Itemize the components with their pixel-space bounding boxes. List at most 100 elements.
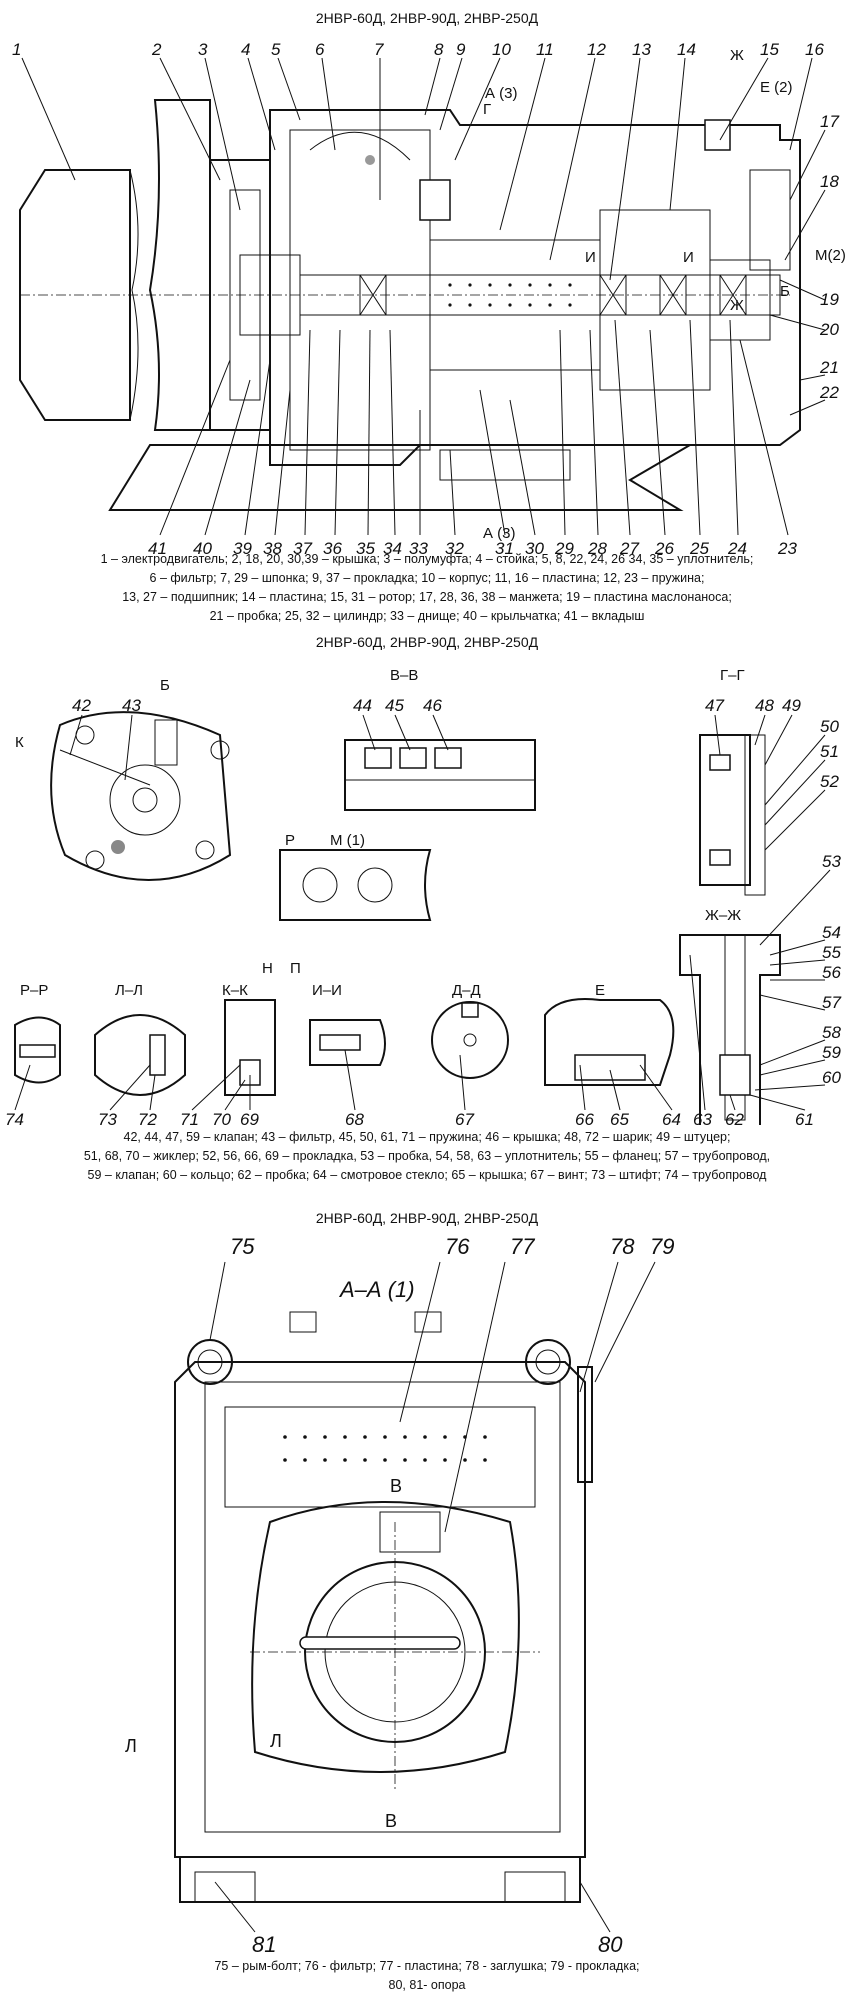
callout-74: 74 xyxy=(5,1110,24,1125)
view-g-g xyxy=(699,734,766,896)
callout-18: 18 xyxy=(820,172,839,191)
section2-title: 2НВР-60Д, 2НВР-90Д, 2НВР-250Д xyxy=(315,634,539,650)
callout-17: 17 xyxy=(820,112,839,131)
callout-25: 25 xyxy=(689,539,709,558)
callout-24: 24 xyxy=(727,539,747,558)
callout-73: 73 xyxy=(98,1110,117,1125)
view-v-v xyxy=(344,739,536,811)
section-mark-e: Е (2) xyxy=(760,79,793,96)
callout-34: 34 xyxy=(383,539,402,558)
callout-3: 3 xyxy=(198,40,208,59)
callout-49: 49 xyxy=(782,696,801,715)
callout-30: 30 xyxy=(525,539,544,558)
callout-47: 47 xyxy=(705,696,724,715)
view-l-l xyxy=(94,1014,186,1096)
callout-26: 26 xyxy=(654,539,674,558)
section-mark-b: Б xyxy=(160,677,170,694)
callout-68: 68 xyxy=(345,1110,364,1125)
pump-housing-front xyxy=(174,1361,593,1903)
callout-59: 59 xyxy=(822,1043,841,1062)
section-mark-v-top: В xyxy=(390,1476,402,1496)
legend-line: 42, 44, 47, 59 – клапан; 43 – фильтр, 45… xyxy=(123,1130,731,1144)
view-m xyxy=(279,849,432,921)
callouts-top: 1 2 3 4 5 6 7 8 9 10 11 12 13 14 15 16 1… xyxy=(12,40,839,402)
legend-line: 80, 81- опора xyxy=(388,1978,466,1992)
section-mark-k: К xyxy=(15,734,24,751)
section3-drawing: А–А (1) В В Л Л 75 76 77 78 79 80 81 xyxy=(125,1234,674,1952)
callout-16: 16 xyxy=(805,40,824,59)
callout-61: 61 xyxy=(795,1110,814,1125)
callout-33: 33 xyxy=(409,539,428,558)
callout-39: 39 xyxy=(233,539,252,558)
section-mark-l-inner: Л xyxy=(270,1731,282,1751)
callout-12: 12 xyxy=(587,40,606,59)
view-title-e: Е xyxy=(595,982,605,999)
callout-31: 31 xyxy=(495,539,514,558)
section-mark-m: М(2) xyxy=(815,247,846,264)
callout-52: 52 xyxy=(820,772,839,791)
callout-63: 63 xyxy=(693,1110,712,1125)
callout-40: 40 xyxy=(193,539,212,558)
callout-9: 9 xyxy=(456,40,466,59)
callout-70: 70 xyxy=(212,1110,231,1125)
callout-48: 48 xyxy=(755,696,774,715)
section-mark-p: П xyxy=(290,960,301,977)
view-title-m: М (1) xyxy=(330,832,365,849)
view-e xyxy=(544,998,675,1086)
section-mark-v-bottom: В xyxy=(385,1811,397,1831)
callout-67: 67 xyxy=(455,1110,474,1125)
callout-19: 19 xyxy=(820,290,839,309)
callout-57: 57 xyxy=(822,993,841,1012)
section3-legend: 75 – рым-болт; 76 - фильтр; 77 - пластин… xyxy=(20,1957,834,1995)
callout-20: 20 xyxy=(819,320,839,339)
callout-32: 32 xyxy=(445,539,464,558)
view-title-v-v: В–В xyxy=(390,667,418,684)
section-mark-l-left: Л xyxy=(125,1736,137,1756)
callout-15: 15 xyxy=(760,40,779,59)
callout-76: 76 xyxy=(445,1234,470,1259)
callout-80: 80 xyxy=(598,1932,623,1952)
view-title-l-l: Л–Л xyxy=(115,982,143,999)
callout-29: 29 xyxy=(554,539,574,558)
section-mark-g: Г xyxy=(483,101,491,118)
callout-13: 13 xyxy=(632,40,651,59)
callout-23: 23 xyxy=(777,539,797,558)
callout-11: 11 xyxy=(536,40,554,59)
section2-legend: 42, 44, 47, 59 – клапан; 43 – фильтр, 45… xyxy=(20,1128,834,1185)
view-r-r xyxy=(14,1016,61,1084)
legend-line: 1 – электродвигатель; 2, 18, 20, 30,39 –… xyxy=(100,552,754,566)
callout-5: 5 xyxy=(271,40,281,59)
section3-callouts: 75 76 77 78 79 80 81 xyxy=(230,1234,674,1952)
callout-38: 38 xyxy=(263,539,282,558)
section1-drawing: А (3) Г Ж Е (2) М(2) И И Б Ж А (3) 1 2 3… xyxy=(12,40,846,558)
callout-66: 66 xyxy=(575,1110,594,1125)
section-mark-zh: Ж xyxy=(730,297,744,314)
callout-78: 78 xyxy=(610,1234,635,1259)
callout-54: 54 xyxy=(822,923,841,942)
callout-41: 41 xyxy=(148,539,167,558)
legend-line: 21 – пробка; 25, 32 – цилиндр; 33 – днищ… xyxy=(209,609,645,623)
callout-50: 50 xyxy=(820,717,839,736)
callout-72: 72 xyxy=(138,1110,157,1125)
section-mark-b: Б xyxy=(780,283,790,300)
callout-55: 55 xyxy=(822,943,841,962)
view-title-d-d: Д–Д xyxy=(452,982,481,999)
electric-motor xyxy=(19,99,211,431)
callout-4: 4 xyxy=(241,40,250,59)
callout-81: 81 xyxy=(252,1932,276,1952)
callout-7: 7 xyxy=(374,40,384,59)
callout-36: 36 xyxy=(323,539,342,558)
callout-35: 35 xyxy=(356,539,375,558)
callout-37: 37 xyxy=(293,539,312,558)
callout-62: 62 xyxy=(725,1110,744,1125)
callout-45: 45 xyxy=(385,696,404,715)
view-title-zh-zh: Ж–Ж xyxy=(705,907,741,924)
callout-10: 10 xyxy=(492,40,511,59)
section2-callouts: 42 43 44 45 46 47 48 49 50 51 52 53 54 5… xyxy=(5,696,841,1125)
view-title-a-a: А–А (1) xyxy=(338,1277,415,1302)
callout-14: 14 xyxy=(677,40,696,59)
section1-title: 2НВР-60Д, 2НВР-90Д, 2НВР-250Д xyxy=(315,10,539,26)
callout-79: 79 xyxy=(650,1234,674,1259)
callout-1: 1 xyxy=(12,40,21,59)
callouts-bottom: 41 40 39 38 37 36 35 34 33 32 31 30 29 2… xyxy=(148,539,797,558)
